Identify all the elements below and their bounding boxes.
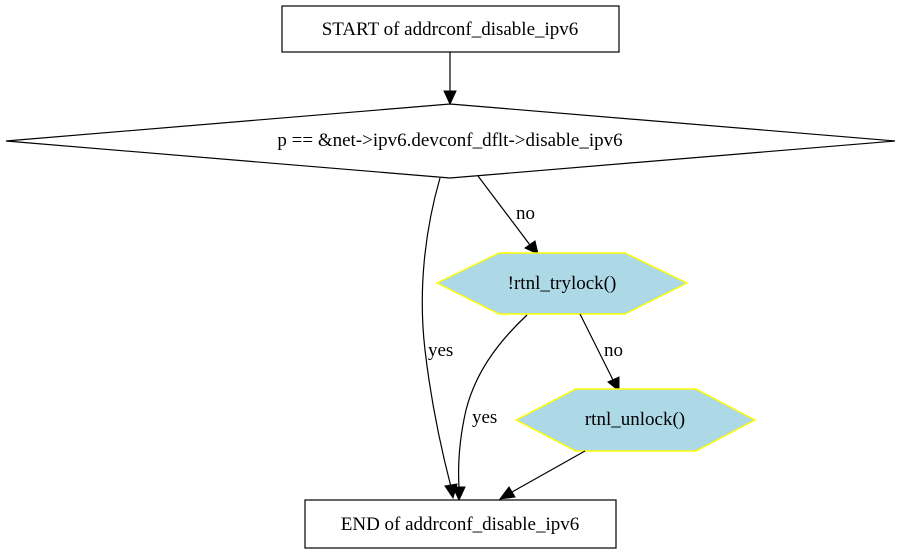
edge-unlock-to-end	[498, 450, 586, 500]
edge-decision-yes-line	[421, 177, 452, 488]
edge-trylock-yes: yes	[452, 314, 528, 502]
unlock-node-label: rtnl_unlock()	[585, 409, 685, 430]
edge-decision-no: no	[477, 175, 539, 255]
unlock-node-hexagon	[514, 388, 757, 452]
edge-unlock-to-end-line	[511, 450, 586, 493]
start-node-box	[281, 5, 620, 53]
end-node-box	[304, 499, 617, 549]
trylock-node-hexagon	[435, 252, 689, 315]
edge-trylock-no: no	[579, 313, 623, 393]
unlock-node: rtnl_unlock()	[514, 388, 757, 452]
start-node: START of addrconf_disable_ipv6	[281, 5, 620, 53]
edge-trylock-no-line	[579, 313, 614, 381]
end-node: END of addrconf_disable_ipv6	[304, 499, 617, 549]
edge-decision-yes-label: yes	[428, 340, 453, 361]
edge-trylock-yes-label: yes	[472, 407, 497, 428]
start-node-label: START of addrconf_disable_ipv6	[322, 19, 579, 40]
edge-start-to-decision-arrowhead	[443, 90, 457, 106]
end-node-label: END of addrconf_disable_ipv6	[341, 514, 580, 535]
edge-unlock-to-end-arrowhead	[498, 486, 516, 500]
decision-node: p == &net->ipv6.devconf_dflt->disable_ip…	[5, 103, 896, 179]
trylock-node: !rtnl_trylock()	[435, 252, 689, 315]
edge-decision-no-arrowhead	[524, 240, 539, 255]
decision-node-diamond	[5, 103, 896, 179]
edge-trylock-yes-line	[457, 314, 528, 488]
trylock-node-label: !rtnl_trylock()	[508, 273, 617, 294]
edge-trylock-no-label: no	[604, 340, 623, 361]
edge-trylock-no-arrowhead	[607, 376, 620, 393]
edge-start-to-decision	[443, 52, 457, 106]
decision-node-label: p == &net->ipv6.devconf_dflt->disable_ip…	[277, 130, 622, 151]
edge-decision-yes: yes	[421, 177, 458, 500]
edge-decision-no-label: no	[516, 203, 535, 224]
edge-trylock-yes-arrowhead	[452, 486, 466, 502]
edge-decision-no-line	[477, 175, 531, 246]
